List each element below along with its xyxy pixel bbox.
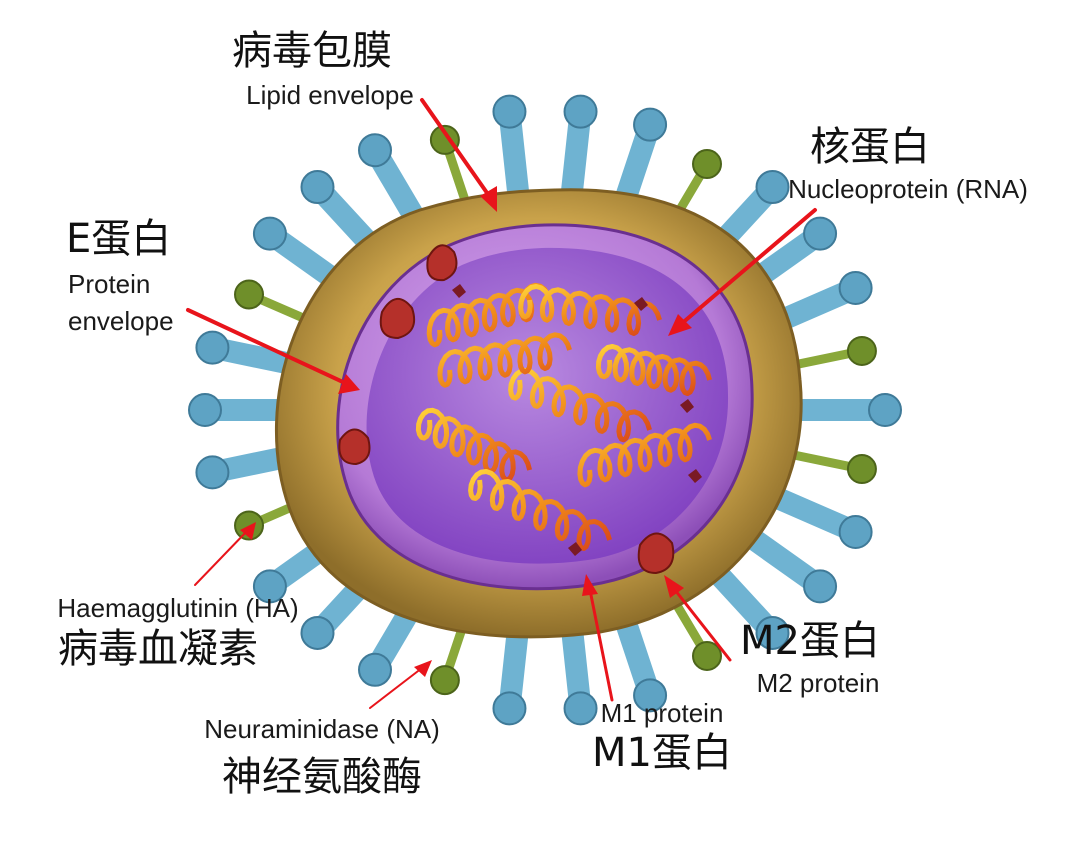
haemagglutinin-head — [803, 569, 838, 604]
haemagglutinin-head — [563, 691, 598, 726]
haemagglutinin-zh: 病毒血凝素 — [58, 626, 258, 672]
haemagglutinin-head — [188, 393, 222, 427]
m1-protein-en: M1 protein — [601, 698, 724, 728]
m2-protein-en: M2 protein — [757, 668, 880, 698]
arrowhead-haemagglutinin — [240, 522, 256, 540]
protein-envelope-en-line1: Protein — [68, 269, 150, 299]
m2-protein-zh: M2蛋白 — [740, 618, 880, 664]
haemagglutinin-en: Haemagglutinin (HA) — [57, 593, 298, 623]
label-neuraminidase: Neuraminidase (NA) 神经氨酸酶 — [204, 714, 440, 800]
m1-particle — [680, 399, 694, 413]
neuraminidase-head — [846, 454, 877, 485]
m2-channel — [379, 298, 416, 340]
haemagglutinin-head — [755, 615, 790, 650]
arrowhead-m1-protein — [582, 574, 598, 596]
neuraminidase-head — [692, 640, 722, 671]
label-protein-envelope: E蛋白 Protein envelope — [66, 216, 174, 336]
haemagglutinin-head — [755, 170, 790, 205]
label-nucleoprotein: 核蛋白 Nucleoprotein (RNA) — [788, 124, 1028, 204]
protein-envelope-zh: E蛋白 — [66, 216, 171, 262]
rna-coil — [595, 344, 713, 396]
haemagglutinin-head — [300, 170, 335, 205]
m2-protein-channels — [338, 244, 675, 575]
neuraminidase-en: Neuraminidase (NA) — [204, 714, 440, 744]
m1-protein-particles — [452, 284, 702, 556]
label-lipid-envelope: 病毒包膜 Lipid envelope — [232, 28, 414, 110]
haemagglutinin-head — [838, 515, 873, 550]
arrowhead-neuraminidase — [414, 660, 432, 677]
arrow-neuraminidase — [369, 667, 423, 709]
rna-coil — [577, 422, 712, 488]
m2-channel — [637, 532, 675, 575]
haemagglutinin-head — [358, 133, 392, 168]
nucleoprotein-zh: 核蛋白 — [810, 124, 930, 170]
neuraminidase-zh: 神经氨酸酶 — [222, 754, 422, 800]
m2-channel — [338, 428, 371, 466]
protein-envelope-en-line2: envelope — [68, 306, 174, 336]
neuraminidase-head — [846, 335, 877, 366]
m1-particle — [568, 542, 582, 556]
rna-coil — [437, 332, 572, 388]
neuraminidase-head — [429, 665, 460, 696]
rna-coil — [468, 469, 612, 551]
m1-particle — [688, 469, 702, 483]
arrow-protein-envelope — [186, 308, 347, 385]
virus-particle — [188, 94, 902, 726]
haemagglutinin-head — [195, 455, 230, 490]
haemagglutinin-head — [868, 393, 902, 427]
haemagglutinin-head — [563, 94, 598, 129]
m1-particle — [634, 297, 648, 311]
haemagglutinin-head — [803, 216, 838, 251]
label-m2-protein: M2蛋白 M2 protein — [740, 618, 880, 698]
label-haemagglutinin: Haemagglutinin (HA) 病毒血凝素 — [57, 593, 298, 672]
arrow-m1-protein — [588, 588, 614, 702]
neuraminidase-head — [692, 149, 722, 180]
haemagglutinin-head — [633, 107, 668, 142]
arrow-lipid-envelope — [420, 98, 494, 202]
haemagglutinin-head — [358, 652, 392, 687]
haemagglutinin-head — [252, 569, 287, 604]
rna-nucleoprotein-coils — [415, 282, 713, 551]
m1-protein-zh: M1蛋白 — [592, 730, 732, 776]
haemagglutinin-head — [195, 330, 230, 365]
neuraminidase-head — [234, 279, 265, 310]
haemagglutinin-head — [633, 678, 668, 713]
lipid-envelope-zh: 病毒包膜 — [232, 28, 392, 74]
arrowhead-protein-envelope — [338, 374, 360, 394]
arrowhead-nucleoprotein — [668, 314, 692, 336]
rna-coil — [518, 284, 662, 336]
haemagglutinin-head — [492, 94, 527, 129]
arrowhead-m2-protein — [664, 575, 684, 598]
nucleoprotein-en: Nucleoprotein (RNA) — [788, 174, 1028, 204]
m2-channel — [426, 244, 458, 282]
neuraminidase-head — [429, 124, 460, 155]
arrow-m2-protein — [673, 588, 732, 662]
label-m1-protein: M1 protein M1蛋白 — [592, 698, 732, 776]
haemagglutinin-head — [492, 691, 527, 726]
haemagglutinin-head — [252, 216, 287, 251]
haemagglutinin-head — [838, 270, 873, 305]
callout-arrows — [186, 98, 817, 709]
arrowhead-lipid-envelope — [480, 186, 497, 212]
rna-coil — [508, 367, 652, 443]
lipid-envelope-en: Lipid envelope — [246, 80, 414, 110]
rna-coil — [415, 407, 533, 483]
arrow-nucleoprotein — [678, 208, 817, 327]
m1-particle — [452, 284, 466, 298]
haemagglutinin-head — [300, 615, 335, 650]
arrow-haemagglutinin — [194, 529, 249, 586]
